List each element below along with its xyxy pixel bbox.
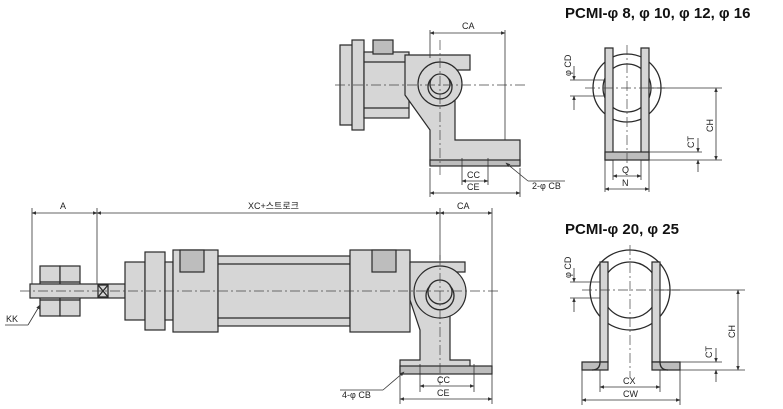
dim-q: Q [622, 165, 629, 175]
mounting-foot-large [399, 365, 493, 375]
front-foot-left [581, 361, 609, 371]
dim-cc-bottom: CC [437, 375, 450, 385]
top-front-view: φ CD CH CT Q N [563, 45, 722, 192]
dim-ce-top: CE [467, 182, 480, 192]
front-port [179, 249, 205, 273]
bottom-front-view: φ CD CH CT CX CW [563, 245, 745, 405]
dim-ca-bottom: CA [457, 201, 470, 211]
rear-port [371, 249, 397, 273]
dim-ca-top: CA [462, 21, 475, 31]
dim-ch-bottom: CH [727, 325, 737, 338]
top-side-view: CA CC CE 2-φ CB [335, 21, 565, 197]
dim-cd-bottom: φ CD [563, 256, 573, 278]
dim-cb-4: 4-φ CB [342, 390, 371, 400]
dim-ch-top: CH [705, 119, 715, 132]
dim-kk: KK [6, 314, 18, 324]
bottom-side-view: A XC+스트로크 CA KK CC CE 4-φ CB [5, 201, 500, 404]
dim-ce-bottom: CE [437, 388, 450, 398]
dim-ct-bottom: CT [704, 346, 714, 358]
title-small-bore: PCMI-φ 8, φ 10, φ 12, φ 16 [565, 5, 751, 22]
port-fitting [372, 39, 394, 55]
dim-ct-top: CT [686, 136, 696, 148]
title-large-bore: PCMI-φ 20, φ 25 [565, 221, 679, 238]
dim-cw: CW [623, 389, 638, 399]
dim-cb-2: 2-φ CB [532, 181, 561, 191]
dim-cd-top: φ CD [563, 54, 573, 76]
dim-cx: CX [623, 376, 636, 386]
dim-xc-stroke: XC+스트로크 [248, 201, 299, 211]
mounting-foot [429, 159, 521, 167]
dim-n: N [622, 178, 629, 188]
front-foot-right [651, 361, 681, 371]
dim-cc-top: CC [467, 170, 480, 180]
dim-a: A [60, 201, 66, 211]
